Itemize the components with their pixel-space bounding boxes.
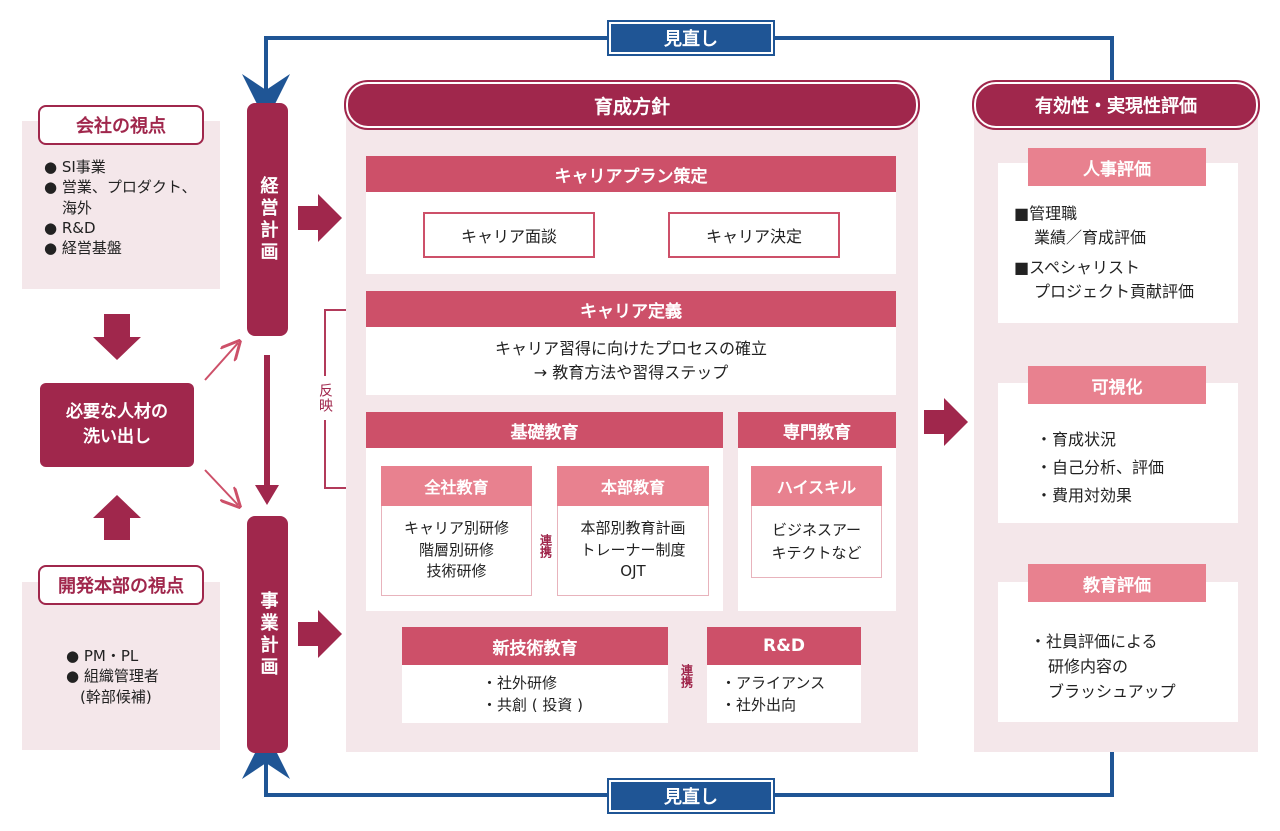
high-skill-line: キテクトなど [771,543,862,562]
reflect-label-box: 反映 [313,376,337,420]
visual-line: ・費用対効果 [1036,486,1133,505]
special-edu-title: 専門教育 [738,412,896,448]
policy-title: 育成方針 [344,80,920,130]
visual-body [998,383,1238,523]
company-edu-line: 技術研修 [426,562,487,581]
list-item: ● 経営基盤 [44,239,122,257]
needed-talent-line1: 必要な人材の [66,402,168,423]
block-arrow-down [93,314,141,360]
high-skill-title: ハイスキル [751,466,882,506]
list-item: ● SI事業 [44,158,106,176]
company-view-list: ● SI事業 ● 営業、プロダクト、 海外 ● R&D ● 経営基盤 [44,157,214,258]
company-edu-title: 全社教育 [381,466,532,506]
edu-eval-line: ・社員評価による [1030,632,1158,651]
division-edu-title: 本部教育 [557,466,709,506]
list-item: (幹部候補) [80,687,152,706]
block-arrow-up [93,495,141,540]
block-arrow-business-policy [298,610,342,658]
new-tech-line: ・共創 ( 投資 ) [482,695,584,714]
career-def-line2: → 教育方法や習得ステップ [533,363,729,382]
basic-edu-title: 基礎教育 [366,412,723,448]
high-skill-line: ビジネスアー [771,521,862,539]
rnd-line: ・社外出向 [721,695,797,714]
arrow-to-business [204,469,238,505]
hr-eval-title: 人事評価 [1028,148,1206,186]
review-label-bottom: 見直し [607,778,775,814]
link-label-1-box: 連携 [537,526,555,566]
list-item: ● PM・PL [66,647,139,665]
edu-eval-line: 研修内容の [1048,656,1129,676]
hr-eval-list: ■管理職 業績／育成評価 ■スペシャリスト プロジェクト貢献評価 [1014,202,1234,304]
company-edu-body: キャリア別研修 階層別研修 技術研修 [381,506,532,596]
block-arrow-policy-eval [924,398,968,446]
list-item: ● R&D [44,218,96,237]
hr-eval-line: 業績／育成評価 [1034,228,1147,247]
company-view-title: 会社の視点 [38,105,204,145]
business-plan-box: 事業計画 [247,516,288,753]
needed-talent-line2: 洗い出し [83,427,151,447]
rnd-body: ・アライアンス ・社外出向 [707,665,861,723]
block-arrow-management-policy [298,194,342,242]
edu-eval-list: ・社員評価による 研修内容の ブラッシュアップ [1030,630,1235,704]
management-plan-label: 経営計画 [257,175,279,264]
division-edu-line: OJT [620,562,646,581]
hr-eval-line: ■管理職 [1014,204,1078,223]
business-plan-label: 事業計画 [257,590,279,679]
company-edu-line: キャリア別研修 [403,518,509,537]
division-edu-body: 本部別教育計画 トレーナー制度 OJT [557,506,709,596]
career-def-body: キャリア習得に向けたプロセスの確立 → 教育方法や習得ステップ [366,327,896,395]
rnd-line: ・アライアンス [721,674,826,692]
high-skill-body: ビジネスアー キテクトなど [751,506,882,578]
edu-eval-title: 教育評価 [1028,564,1206,602]
hr-eval-line: ■スペシャリスト [1014,258,1140,277]
division-edu-line: 本部別教育計画 [580,518,686,537]
career-def-title: キャリア定義 [366,291,896,327]
dev-view-list: ● PM・PL ● 組織管理者 (幹部候補) [66,646,216,707]
management-plan-box: 経営計画 [247,103,288,336]
rnd-title: R&D [707,627,861,665]
link-label-1: 連携 [538,534,553,558]
career-decision-box: キャリア決定 [668,212,840,258]
edu-eval-line: ブラッシュアップ [1048,681,1176,701]
reflect-label: 反映 [317,383,333,413]
dev-view-title: 開発本部の視点 [38,565,204,605]
new-tech-line: ・社外研修 [482,674,558,692]
arrow-head-management-business [255,485,279,505]
visual-line: ・自己分析、評価 [1036,458,1165,477]
link-label-2-box: 連携 [678,656,696,696]
company-view-panel [22,121,220,289]
career-def-line1: キャリア習得に向けたプロセスの確立 [494,339,767,358]
new-tech-body: ・社外研修 ・共創 ( 投資 ) [402,665,668,723]
visual-title: 可視化 [1028,366,1206,404]
visual-list: ・育成状況 ・自己分析、評価 ・費用対効果 [1036,426,1236,510]
list-item: ● 組織管理者 [66,667,159,686]
link-label-2: 連携 [679,664,694,688]
new-tech-title: 新技術教育 [402,627,668,665]
hr-eval-body [998,163,1238,323]
career-plan-title: キャリアプラン策定 [366,156,896,192]
hr-eval-line: プロジェクト貢献評価 [1034,282,1195,301]
visual-line: ・育成状況 [1036,430,1117,449]
evaluation-title: 有効性・実現性評価 [972,80,1260,130]
review-label-top: 見直し [607,20,775,56]
edu-eval-body [998,582,1238,722]
needed-talent-box: 必要な人材の 洗い出し [40,383,194,467]
dev-view-panel [22,582,220,750]
division-edu-line: トレーナー制度 [580,540,686,559]
list-item: 海外 [62,198,93,217]
arrow-to-management [204,343,238,381]
career-interview-box: キャリア面談 [423,212,595,258]
list-item: ● 営業、プロダクト、 [44,178,197,197]
company-edu-line: 階層別研修 [418,540,494,559]
